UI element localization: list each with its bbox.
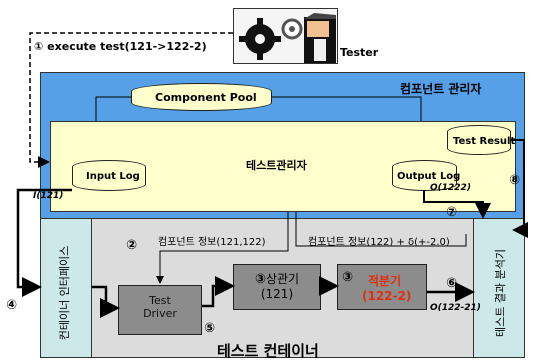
- correlator-step-num: ③: [255, 272, 266, 287]
- test-driver-line1: Test: [119, 294, 201, 307]
- step-7-number: ⑦: [446, 205, 457, 220]
- tester-image: [233, 8, 338, 64]
- test-manager-title: 테스트관리자: [246, 157, 307, 173]
- step-2-number: ②: [126, 238, 137, 253]
- label-o1222: O(1222): [430, 183, 471, 193]
- integrator-line2: (122-2): [362, 289, 411, 303]
- test-driver-box: Test Driver: [118, 285, 202, 335]
- step1-text: execute test(121->122-2): [47, 40, 206, 53]
- step1-label: ① execute test(121->122-2): [34, 40, 207, 53]
- integrator-step-num: ③: [342, 270, 353, 285]
- container-interface-label: 컨테이너 인터페이스: [56, 223, 72, 363]
- correlator-line2: (121): [234, 287, 320, 301]
- info-left-label: 컴포넌트 정보(121,122): [158, 233, 266, 248]
- result-analyzer-label: 테스트 결과 분석기: [492, 223, 508, 363]
- tester-label: Tester: [340, 46, 378, 59]
- correlator-line1: 상관기: [266, 272, 299, 286]
- step-8-number: ⑧: [509, 173, 520, 188]
- step-6-number: ⑥: [446, 276, 457, 291]
- test-result-label: Test Result: [453, 136, 515, 147]
- input-log-label: Input Log: [86, 171, 140, 182]
- label-i121: I(121): [33, 191, 63, 201]
- integrator-line1: 적분기: [368, 272, 401, 289]
- step1-number: ①: [34, 40, 43, 53]
- test-container-title: 테스트 컨테이너: [217, 340, 319, 361]
- component-manager-title: 컴포넌트 관리자: [400, 80, 481, 97]
- info-right-label: 컴포넌트 정보(122) + δ(+-2.0): [308, 233, 450, 248]
- label-o12221: O(122-21): [430, 303, 481, 313]
- test-driver-line2: Driver: [119, 307, 201, 320]
- correlator-box: ③상관기 (121): [233, 264, 321, 310]
- step-4-number: ④: [6, 298, 17, 313]
- output-log-label: Output Log: [397, 171, 460, 182]
- gears-icon: [234, 9, 339, 65]
- step-5-number: ⑤: [204, 321, 215, 336]
- component-pool-label: Component Pool: [155, 91, 257, 104]
